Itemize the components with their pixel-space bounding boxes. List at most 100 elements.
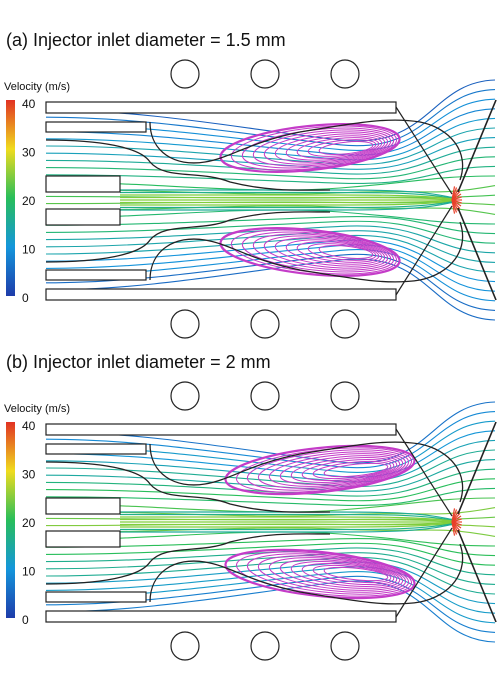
vortex-ring [290,561,398,587]
vortex-ring [290,457,398,483]
bottom-wall [45,288,397,301]
streamline [45,411,496,469]
nozzle-line-upper [395,428,453,517]
jet-streamline [120,511,453,521]
colorbar-tick-label: 30 [22,468,36,482]
stagnation-line [451,199,456,214]
electrode-circle-top [170,381,200,411]
colorbar-label: Velocity (m/s) [4,403,70,415]
upper-inner-wall [45,443,147,455]
colorbar-label: Velocity (m/s) [4,81,70,93]
electrode-circle-top [330,59,360,89]
vortex-ring [274,237,386,267]
jet-streamline [120,196,453,200]
vortex-ring [318,141,374,155]
stagnation-fan [451,186,462,214]
nozzle-line-lower [395,205,453,296]
vortex-ring [224,444,416,496]
streamline [45,468,496,497]
jet-streamline [120,523,453,531]
vortex-ring [263,235,389,269]
jet-streamline [120,191,453,199]
vortex-ring [323,566,389,582]
separation-line-upper [45,139,331,191]
right-wall-upper [457,99,497,193]
stagnation-fan [451,508,462,536]
streamline [45,401,496,464]
vortex-ring [252,233,392,271]
streamline [45,220,496,244]
stagnation-line [451,521,456,536]
colorbar-tick-label: 40 [22,97,36,111]
right-wall-lower [457,529,497,623]
separation-line-upper [45,461,331,513]
colorbar [6,100,15,296]
nozzle-line-lower [395,527,453,618]
vortex-ring [268,453,404,487]
injector-geometry [45,421,497,623]
right-wall-upper [457,421,497,515]
injector-upper-lip [45,497,121,515]
vortex-ring [235,551,413,597]
vortex-ring [257,555,407,593]
separation-line-lower [45,533,331,585]
vortex-ring [285,135,383,161]
outer-boundary-upper [149,119,464,181]
bottom-wall [45,610,397,623]
vortex-ring [274,133,386,163]
jet-streamline [120,522,453,528]
vortex-ring [252,129,392,167]
vortices [219,123,401,277]
streamline [45,487,496,507]
streamline [45,165,496,185]
colorbar [6,422,15,618]
outer-boundary-lower [149,221,464,283]
electrode-circle-top [330,381,360,411]
jet-streamline [120,523,453,533]
separation-line-lower [45,211,331,263]
colorbar-tick-label: 0 [22,613,29,627]
vortex-ring [301,562,395,586]
jet-streamline [120,522,453,526]
colorbar-tick-label: 40 [22,419,36,433]
streamline [45,89,496,147]
outer-boundary-upper [149,441,464,503]
lower-inner-wall [45,591,147,603]
jet-streamline [120,201,453,211]
streamline [45,537,496,557]
vortex-ring [268,557,404,591]
vortex-ring [246,553,410,595]
diagram-group: Velocity (m/s) 40 30 20 10 0 [4,381,497,661]
streamline [45,215,496,235]
panel-b-title: (b) Injector inlet diameter = 2 mm [6,352,271,372]
vortex-ring [257,451,407,489]
nozzle-line-upper [395,106,453,195]
central-jet [120,189,453,211]
lower-inner-wall [45,269,147,281]
vortex-ring [219,227,401,277]
colorbar-tick-label: 20 [22,516,36,530]
upper-inner-wall [45,121,147,133]
streamline [45,580,496,643]
vortex-ring [307,139,377,157]
jet-streamline [120,518,453,522]
vortex-ring [307,243,377,261]
central-jet [120,511,453,533]
top-wall [45,423,397,436]
vortex-ring [296,137,380,159]
streamline [45,146,496,175]
streamline [45,156,496,180]
top-wall [45,101,397,114]
vortex-ring [224,548,416,600]
streamline [45,566,496,614]
vortex-ring [301,458,395,482]
jet-streamline [120,516,453,522]
vortex-ring [312,460,392,480]
vortex-ring [241,231,395,273]
vortex-ring [318,245,374,259]
vortices [224,444,416,600]
electrode-circle-top [250,381,280,411]
electrode-circle-top [250,59,280,89]
colorbar-tick-label: 10 [22,565,36,579]
